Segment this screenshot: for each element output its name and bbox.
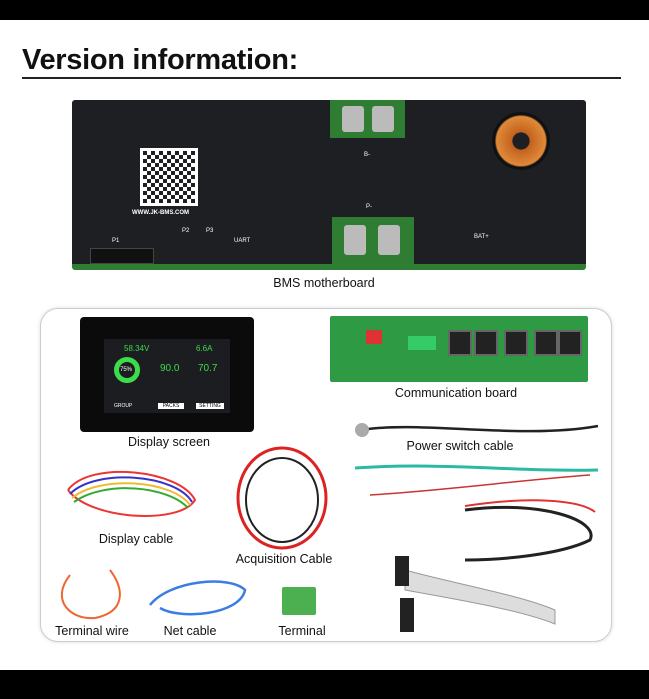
- communication-board-image: [330, 316, 588, 382]
- silk-p3: P3: [206, 228, 214, 234]
- power-switch-button: [355, 423, 369, 437]
- terminal-block: [282, 587, 316, 615]
- silk-p1: P1: [112, 238, 120, 244]
- bms-motherboard-image: WWW.JK-BMS.COM P1 P2 P3 UART B- P- BAT+: [72, 100, 586, 270]
- full-capacity: 70.7: [198, 363, 218, 374]
- terminal-label: Terminal: [278, 624, 326, 638]
- power-switch-cable-label: Power switch cable: [406, 439, 514, 453]
- communication-board-label: Communication board: [394, 386, 518, 400]
- silk-p2: P2: [182, 228, 190, 234]
- ribbon-cable: [404, 569, 556, 625]
- terminal-wire: [60, 569, 121, 620]
- acquisition-cable-label: Acquisition Cable: [235, 552, 333, 566]
- bms-motherboard-label: BMS motherboard: [273, 276, 375, 290]
- soc-readout: 75%: [120, 367, 133, 373]
- tab-setting: SETTING: [196, 403, 224, 409]
- display-screen-image: 58.34V 6.6A 75% 90.0 70.7 GROUP PACKS SE…: [80, 317, 254, 432]
- p-minus-terminals: [332, 217, 414, 267]
- terminal-wire-label: Terminal wire: [55, 624, 129, 638]
- website-silk: WWW.JK-BMS.COM: [132, 210, 189, 216]
- toroid-inductor: [492, 112, 550, 170]
- current-readout: 6.6A: [196, 344, 213, 353]
- acquisition-cable: [236, 446, 328, 550]
- display-cable: [67, 470, 197, 517]
- tab-packs: PACKS: [158, 403, 184, 409]
- display-cable-label: Display cable: [98, 532, 174, 546]
- silk-p-minus: P-: [366, 204, 372, 210]
- voltage-readout: 58.34V: [124, 344, 150, 353]
- display-screen-label: Display screen: [128, 435, 210, 449]
- title-underline: [22, 77, 621, 79]
- balance-cable-bundle: [464, 505, 593, 562]
- net-cable-label: Net cable: [163, 624, 217, 638]
- thermistor-cable: [354, 464, 599, 472]
- remain-capacity: 90.0: [160, 363, 180, 374]
- silk-bat-plus: BAT+: [474, 234, 489, 240]
- qr-code: [140, 148, 198, 206]
- top-bar: [0, 0, 649, 20]
- bottom-bar: [0, 670, 649, 699]
- p1-connector: [90, 248, 154, 264]
- power-switch-cable: [361, 424, 599, 433]
- silk-uart: UART: [234, 238, 251, 244]
- tab-group: GROUP: [114, 403, 133, 409]
- page-title: Version information:: [22, 44, 298, 76]
- silk-b-minus: B-: [364, 152, 370, 158]
- lcd-ui: 58.34V 6.6A 75% 90.0 70.7 GROUP PACKS SE…: [104, 339, 230, 413]
- net-cable: [149, 580, 247, 616]
- b-minus-terminals: [330, 100, 405, 138]
